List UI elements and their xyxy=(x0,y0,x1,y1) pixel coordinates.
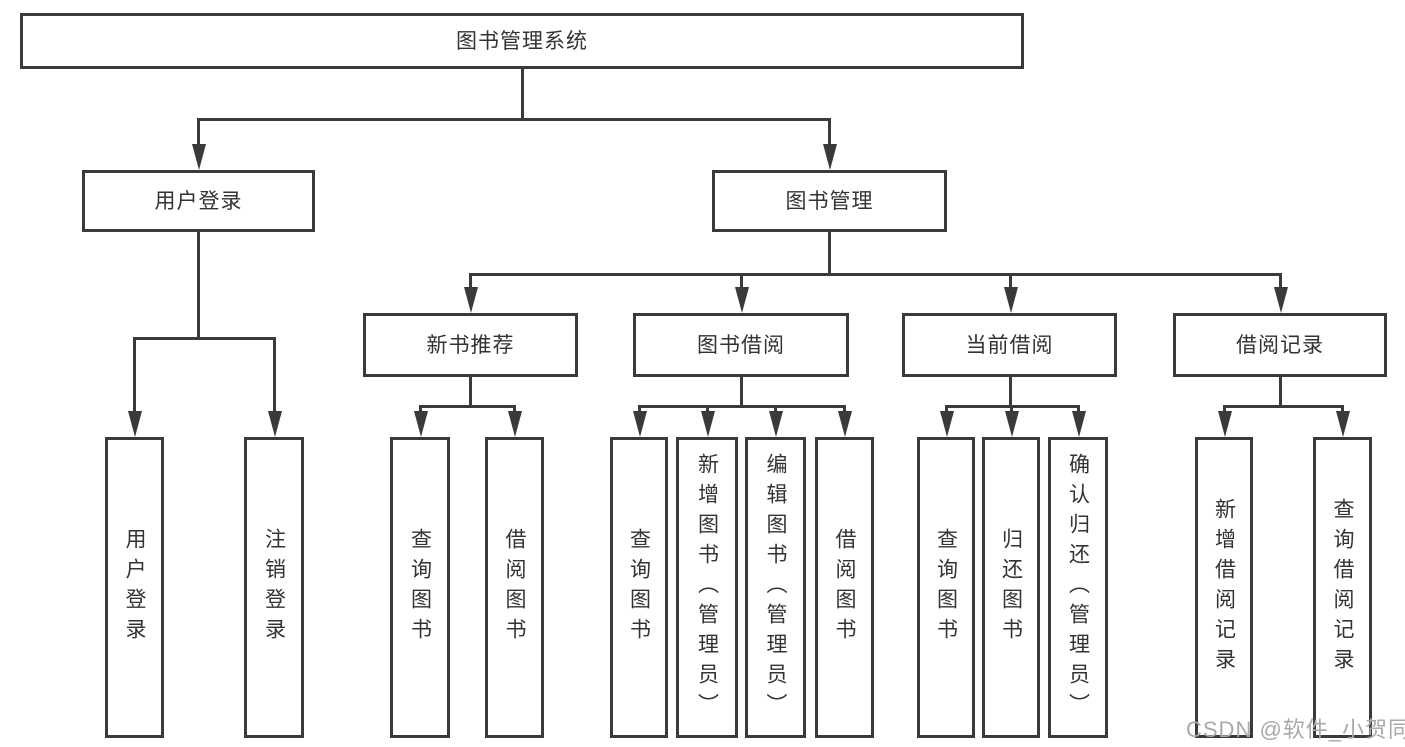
leaf-borrow-books-2: 借阅图书 xyxy=(815,437,874,738)
arrow-down-icon xyxy=(273,337,276,411)
leaf-query-books-1: 查询图书 xyxy=(390,437,450,738)
connector-hline xyxy=(133,337,276,340)
watermark: CSDN @软件_小贺同学 xyxy=(1186,717,1405,742)
leaf-query-books-3: 查询图书 xyxy=(917,437,975,738)
node-book-management: 图书管理 xyxy=(712,170,947,232)
node-new-book-recommend: 新书推荐 xyxy=(363,313,578,377)
leaf-borrow-books-1: 借阅图书 xyxy=(485,437,544,738)
arrow-down-icon xyxy=(706,405,709,411)
node-current-borrow: 当前借阅 xyxy=(902,313,1117,377)
connector-vline xyxy=(469,377,472,405)
arrow-down-icon xyxy=(638,405,641,411)
arrow-down-icon xyxy=(1010,405,1013,411)
node-library-system: 图书管理系统 xyxy=(20,13,1024,69)
leaf-edit-book-admin: 编辑图书（管理员） xyxy=(745,437,806,738)
connector-hline xyxy=(469,273,1282,276)
node-book-borrow: 图书借阅 xyxy=(633,313,849,377)
arrow-down-icon xyxy=(133,337,136,411)
arrow-down-icon xyxy=(197,118,200,144)
arrow-down-icon xyxy=(1223,405,1226,411)
connector-hline xyxy=(638,405,846,408)
arrow-down-icon xyxy=(945,405,948,411)
arrow-down-icon xyxy=(774,405,777,411)
leaf-query-books-2: 查询图书 xyxy=(610,437,668,738)
leaf-confirm-return-admin: 确认归还（管理员） xyxy=(1048,437,1108,738)
arrow-down-icon xyxy=(513,405,516,411)
arrow-down-icon xyxy=(419,405,422,411)
leaf-logout: 注销登录 xyxy=(244,437,304,738)
connector-vline xyxy=(197,232,200,337)
node-borrow-records: 借阅记录 xyxy=(1173,313,1387,377)
arrow-down-icon xyxy=(1009,273,1012,287)
leaf-add-borrow-record: 新增借阅记录 xyxy=(1195,437,1253,738)
leaf-query-borrow-record: 查询借阅记录 xyxy=(1313,437,1372,738)
arrow-down-icon xyxy=(843,405,846,411)
arrow-down-icon xyxy=(828,118,831,144)
arrow-down-icon xyxy=(469,273,472,287)
arrow-down-icon xyxy=(1077,405,1080,411)
arrow-down-icon xyxy=(1341,405,1344,411)
leaf-return-book: 归还图书 xyxy=(982,437,1040,738)
connector-hline xyxy=(419,405,516,408)
connector-vline xyxy=(828,232,831,273)
leaf-user-login: 用户登录 xyxy=(105,437,164,738)
connector-vline xyxy=(521,69,524,118)
connector-vline xyxy=(1279,377,1282,405)
leaf-add-book-admin: 新增图书（管理员） xyxy=(676,437,738,738)
connector-vline xyxy=(1009,377,1012,405)
node-user-login: 用户登录 xyxy=(82,170,315,232)
arrow-down-icon xyxy=(1279,273,1282,287)
connector-hline xyxy=(197,118,830,121)
connector-hline xyxy=(1223,405,1344,408)
connector-vline xyxy=(740,377,743,405)
arrow-down-icon xyxy=(740,273,743,287)
